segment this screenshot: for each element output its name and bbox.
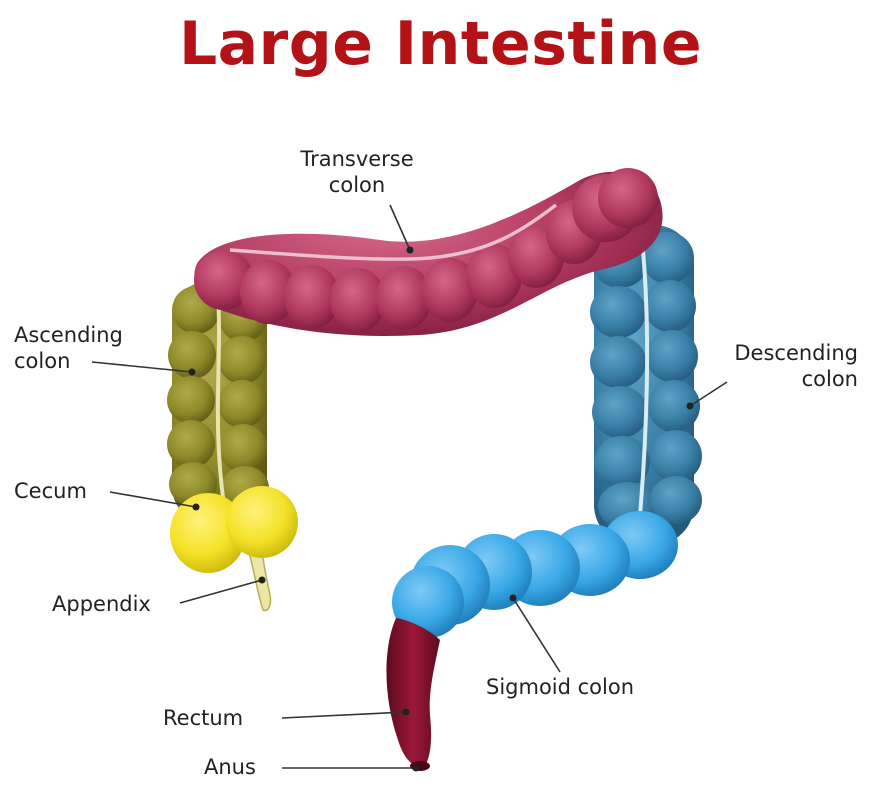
label-appendix: Appendix xyxy=(52,592,151,616)
label-sigmoid-colon: Sigmoid colon xyxy=(486,675,635,699)
label-ascending-line2: colon xyxy=(14,349,71,373)
label-descending-line1: Descending xyxy=(734,341,858,365)
label-transverse-line2: colon xyxy=(328,173,386,197)
leader-transverse xyxy=(389,204,411,251)
label-anus: Anus xyxy=(204,755,256,779)
label-transverse-line1: Transverse xyxy=(300,147,414,171)
leader-lines xyxy=(91,204,728,769)
label-ascending-line1: Ascending xyxy=(14,323,123,347)
label-descending-line2: colon xyxy=(801,367,858,391)
leader-descending xyxy=(689,381,728,407)
label-transverse-colon: Transverse colon xyxy=(282,146,432,198)
label-cecum: Cecum xyxy=(14,479,87,503)
label-ascending-colon: Ascending colon xyxy=(14,322,123,374)
descending-colon xyxy=(590,225,702,545)
leader-sigmoid xyxy=(512,597,561,673)
leader-cecum xyxy=(109,491,197,508)
leader-dots xyxy=(188,246,694,772)
sigmoid-colon xyxy=(392,511,678,638)
leader-ascending xyxy=(91,361,193,373)
cecum xyxy=(170,486,298,573)
label-rectum: Rectum xyxy=(163,706,244,730)
label-descending-colon: Descending colon xyxy=(712,340,858,392)
diagram-title: Large Intestine xyxy=(178,9,703,79)
leader-appendix xyxy=(179,579,263,604)
appendix xyxy=(247,544,272,612)
rectum xyxy=(386,618,440,768)
leader-rectum xyxy=(281,711,407,719)
transverse-colon xyxy=(194,168,663,336)
ascending-colon xyxy=(167,282,269,522)
